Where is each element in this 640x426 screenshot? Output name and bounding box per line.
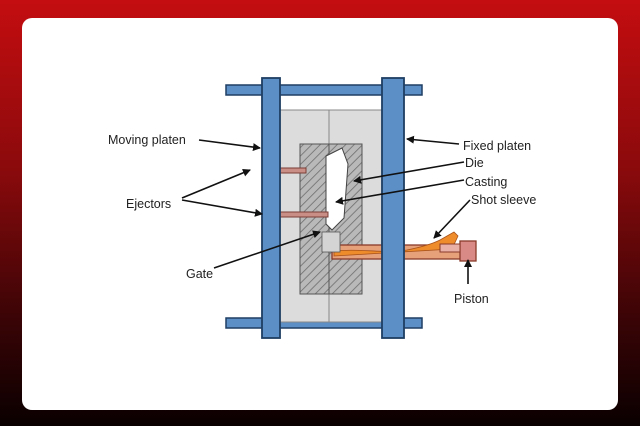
molten-metal xyxy=(333,231,459,257)
die-casting-diagram: Moving platen Fixed platen Die Casting S… xyxy=(108,77,536,339)
label-gate: Gate xyxy=(186,267,213,281)
label-shot-sleeve: Shot sleeve xyxy=(471,193,536,207)
label-moving-platen: Moving platen xyxy=(108,133,186,147)
label-piston: Piston xyxy=(454,292,489,306)
fixed-platen xyxy=(381,77,405,339)
piston-rod xyxy=(439,243,461,253)
diagram-frame: Moving platen Fixed platen Die Casting S… xyxy=(22,18,618,410)
moving-platen xyxy=(261,77,281,339)
top-tie-bar xyxy=(225,84,423,96)
gate-channel xyxy=(321,231,341,253)
label-fixed-platen: Fixed platen xyxy=(463,139,531,153)
label-ejectors: Ejectors xyxy=(126,197,171,211)
piston xyxy=(459,240,477,262)
label-die: Die xyxy=(465,156,484,170)
casting-cavity xyxy=(325,147,349,231)
die-left-half xyxy=(299,143,330,295)
label-casting: Casting xyxy=(465,175,507,189)
